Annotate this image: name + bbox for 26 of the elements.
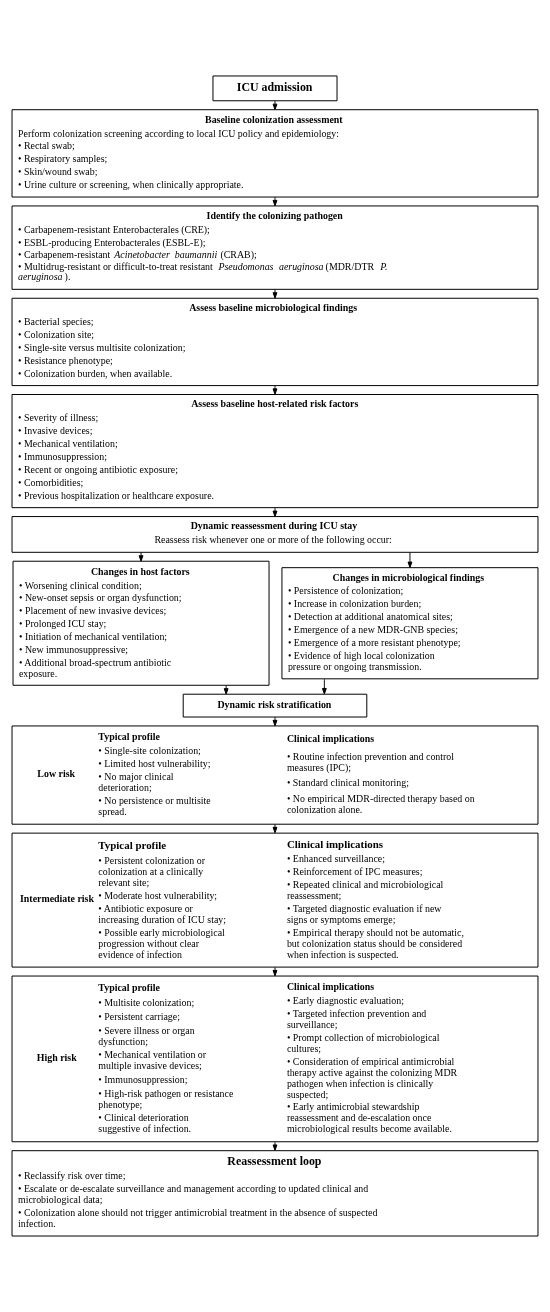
node-box: Assess baseline host-related risk factors • Severity of illness; • Invasive devices; • Mechanical ventilation; • Immunosuppression; • Recent or ongoing antibiotic exposure; • Comorbidities; • Previous hospitalization or healthcare exposure. — [11, 394, 539, 509]
arrow — [272, 196, 278, 207]
arrow — [272, 966, 278, 977]
node-box: Identify the colonizing pathogen • Carbapenem-resistant Enterobacterales (CRE); • ESBL-producing Enterobacterales (ESBL-E); • Carbapenem-resistant Acinetobacter baumannii (CRAB); • Multidrug-resistant or difficult-to-treat resistant Pseudomonas aeruginosa (MDR/DTR P. aeruginosa). — [11, 205, 539, 290]
arrow — [321, 678, 327, 695]
node-box: Changes in host factors • Worsening clinical condition; • New-onset sepsis or organ dysfunction; • Placement of new invasive devices; • Prolonged ICU stay; • Initiation of mechanical ventilation; • New immunosuppressive; • Additional broad-spectrum antibiotic exposure. — [12, 560, 270, 686]
arrow — [223, 685, 229, 695]
node-box: ICU admission — [212, 75, 338, 102]
node-box: Intermediate risk Typical profile • Persistent colonization or colonization at a clinically relevant site; • Moderate host vulnerability; • Antibiotic exposure or increasing duration of ICU stay; • Possible early microbiological progression without clear evidence of infection Clinical implications • Enhanced surveillance; • Reinforcement of IPC measures; • Repeated clinical and microbiological reassessment; • Targeted diagnostic evaluation if new signs or symptoms emerge; • Empirical therapy should not be automatic, but colonization status should be considered when infection is suspected. — [11, 832, 539, 968]
arrow — [272, 507, 278, 518]
node-box: High risk Typical profile • Multisite colonization; • Persistent carriage; • Severe illness or organ dysfunction; • Mechanical ventilation or multiple invasive devices; • Immunosuppression; • High-risk pathogen or resistance phenotype; • Clinical deterioration suggestive of infection. Clinical implications • Early diagnostic evaluation; • Targeted infection prevention and surveillance; • Prompt collection of microbiological cultures; • Consideration of empirical antimicrobial therapy active against the colonizing MDR pathogen when infection is clinically suspected; • Early antimicrobial stewardship reassessment and de-escalation once microbiological results become available. — [11, 975, 539, 1143]
node-box: Reassessment loop • Reclassify risk over time; • Escalate or de-escalate surveillance and management according to updated clinical and microbiological data; • Colonization alone should not trigger antimicrobial treatment in the absence of suspected infection. — [11, 1150, 539, 1237]
node-box: Dynamic reassessment during ICU stay Reassess risk whenever one or more of the following occur: — [11, 516, 539, 553]
arrow — [407, 551, 413, 568]
arrow — [272, 385, 278, 395]
arrow — [272, 824, 278, 834]
node-box: Changes in microbiological findings • Persistence of colonization; • Increase in colonization burden; • Detection at additional anatomical sites; • Emergence of a new MDR-GNB species; • Emergence of a more resistant phenotype; • Evidence of high local colonization pressure or ongoing transmission. — [281, 567, 539, 680]
node-box: Assess baseline microbiological findings • Bacterial species; • Colonization site; • Single-site versus multisite colonization; • Resistance phenotype; • Colonization burden, when available. — [11, 297, 539, 387]
arrow — [272, 100, 278, 111]
arrow — [272, 716, 278, 727]
node-box: Dynamic risk stratification — [182, 693, 368, 718]
arrow — [272, 289, 278, 299]
node-box: Baseline colonization assessment Perform colonization screening according to local ICU policy and epidemiology: • Rectal swab; • Respiratory samples; • Skin/wound swab; • Urine culture or screening, when clinically appropriate. — [11, 109, 539, 198]
arrow — [138, 551, 144, 562]
arrow — [272, 1141, 278, 1151]
node-box: Low risk Typical profile • Single-site colonization; • Limited host vulnerability; • No major clinical deterioration; • No persistence or multisite spread. Clinical implications • Routine infection prevention and control measures (IPC); • Standard clinical monitoring; • No empirical MDR-directed therapy based on colonization alone. — [11, 725, 539, 825]
